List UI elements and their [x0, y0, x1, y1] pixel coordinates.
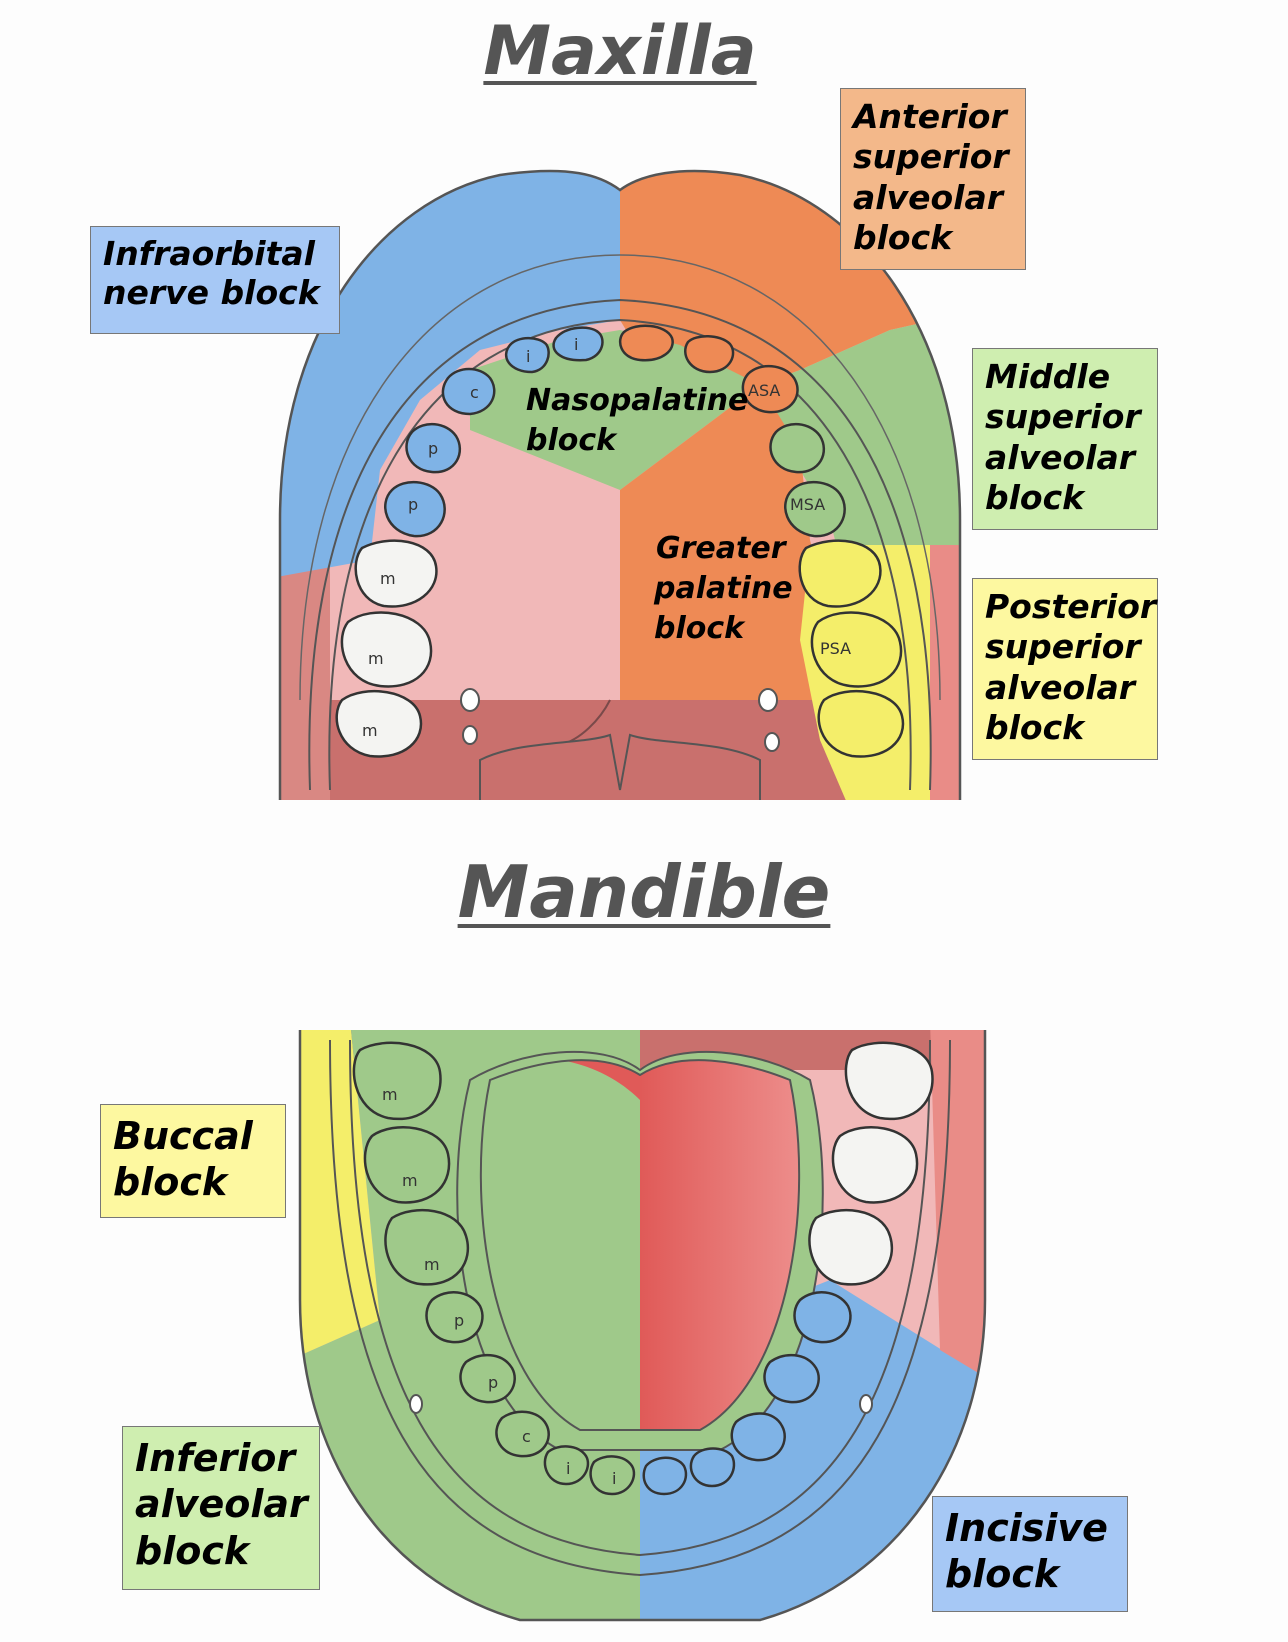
tooth-left-central-incisor — [589, 1455, 636, 1496]
tooth-label-m-1: m — [380, 569, 396, 588]
msa-marker: MSA — [790, 495, 825, 514]
mand-tooth-label-m-3: m — [424, 1255, 440, 1274]
anterior-superior-alveolar-block-label: Anterior superior alveolar block — [840, 88, 1026, 270]
nasopalatine-label-line2: block — [526, 423, 618, 458]
mand-tooth-label-i-2: i — [612, 1469, 616, 1488]
tooth-left-premolar-1 — [459, 1354, 516, 1404]
tooth-right-canine — [741, 365, 799, 414]
tooth-label-i-2: i — [526, 347, 530, 366]
greater-palatine-label-line3: block — [654, 611, 746, 646]
tooth-left-molar-1 — [384, 1208, 469, 1286]
tooth-left-central-incisor — [552, 326, 604, 362]
asa-marker: ASA — [748, 381, 780, 400]
maxilla-outline — [278, 169, 962, 800]
tooth-right-central-incisor — [642, 1456, 688, 1496]
mand-tooth-label-m-1: m — [382, 1085, 398, 1104]
tooth-right-lateral-incisor — [689, 1447, 736, 1488]
tooth-left-premolar-2 — [425, 1291, 484, 1344]
tooth-left-premolar-2 — [384, 481, 446, 538]
tooth-left-lateral-incisor — [543, 1445, 590, 1486]
posterior-superior-alveolar-block-label: Posterior superior alveolar block — [972, 578, 1158, 760]
mandible-teeth — [352, 1041, 934, 1496]
tooth-right-lateral-incisor — [684, 335, 735, 374]
tooth-right-premolar-1 — [763, 1354, 820, 1404]
tooth-left-molar-3 — [352, 1041, 442, 1121]
mand-tooth-label-i-1: i — [566, 1459, 570, 1478]
tooth-label-m-3: m — [362, 721, 378, 740]
tooth-right-premolar-1 — [769, 423, 826, 474]
tooth-left-molar-2 — [363, 1126, 451, 1204]
maxilla-title: Maxilla — [483, 12, 757, 91]
tooth-left-canine — [441, 367, 496, 416]
tooth-right-molar-2 — [831, 1126, 919, 1204]
tooth-right-premolar-2 — [793, 1291, 852, 1344]
greater-palatine-label-line2: palatine — [653, 571, 793, 606]
tooth-left-molar-1 — [354, 539, 438, 608]
mand-tooth-label-m-2: m — [402, 1171, 418, 1190]
infraorbital-nerve-block-label: Infraorbital nerve block — [90, 226, 340, 334]
psa-marker: PSA — [820, 639, 851, 658]
nasopalatine-region — [470, 330, 760, 490]
tooth-right-molar-2 — [810, 611, 903, 688]
tooth-left-lateral-incisor — [504, 336, 550, 374]
buccal-region — [300, 1030, 380, 1360]
mand-tooth-label-p-1: p — [454, 1311, 464, 1330]
buccal-block-label: Buccal block — [100, 1104, 286, 1218]
tooth-right-molar-3 — [844, 1041, 934, 1121]
middle-superior-alveolar-block-label: Middle superior alveolar block — [972, 348, 1158, 530]
mandible-title: Mandible — [457, 850, 831, 934]
tooth-label-m-2: m — [368, 649, 384, 668]
tooth-left-molar-2 — [340, 611, 433, 688]
tooth-label-c: c — [470, 383, 479, 402]
tooth-right-central-incisor — [619, 324, 674, 362]
inferior-alveolar-block-label: Inferior alveolar block — [122, 1426, 320, 1590]
tooth-label-p-1: p — [428, 439, 438, 458]
tooth-label-p-2: p — [408, 495, 418, 514]
tooth-left-canine — [495, 1410, 550, 1458]
mand-tooth-label-c: c — [522, 1427, 531, 1446]
incisive-block-label: Incisive block — [932, 1496, 1128, 1612]
tooth-right-molar-1 — [798, 539, 882, 608]
tooth-right-premolar-2 — [784, 481, 846, 538]
tooth-label-i-1: i — [574, 335, 578, 354]
greater-palatine-label-line1: Greater — [656, 531, 788, 566]
mand-tooth-label-p-2: p — [488, 1373, 498, 1392]
tooth-left-premolar-1 — [405, 423, 462, 474]
tooth-right-molar-1 — [808, 1208, 893, 1286]
mandible-outline — [298, 1030, 987, 1622]
msa-region — [720, 310, 960, 560]
tooth-right-molar-3 — [817, 689, 905, 758]
tooth-left-molar-3 — [335, 689, 423, 758]
tooth-right-canine — [730, 1412, 786, 1462]
maxilla-teeth — [335, 324, 905, 758]
nasopalatine-label-line1: Nasopalatine — [526, 383, 748, 418]
